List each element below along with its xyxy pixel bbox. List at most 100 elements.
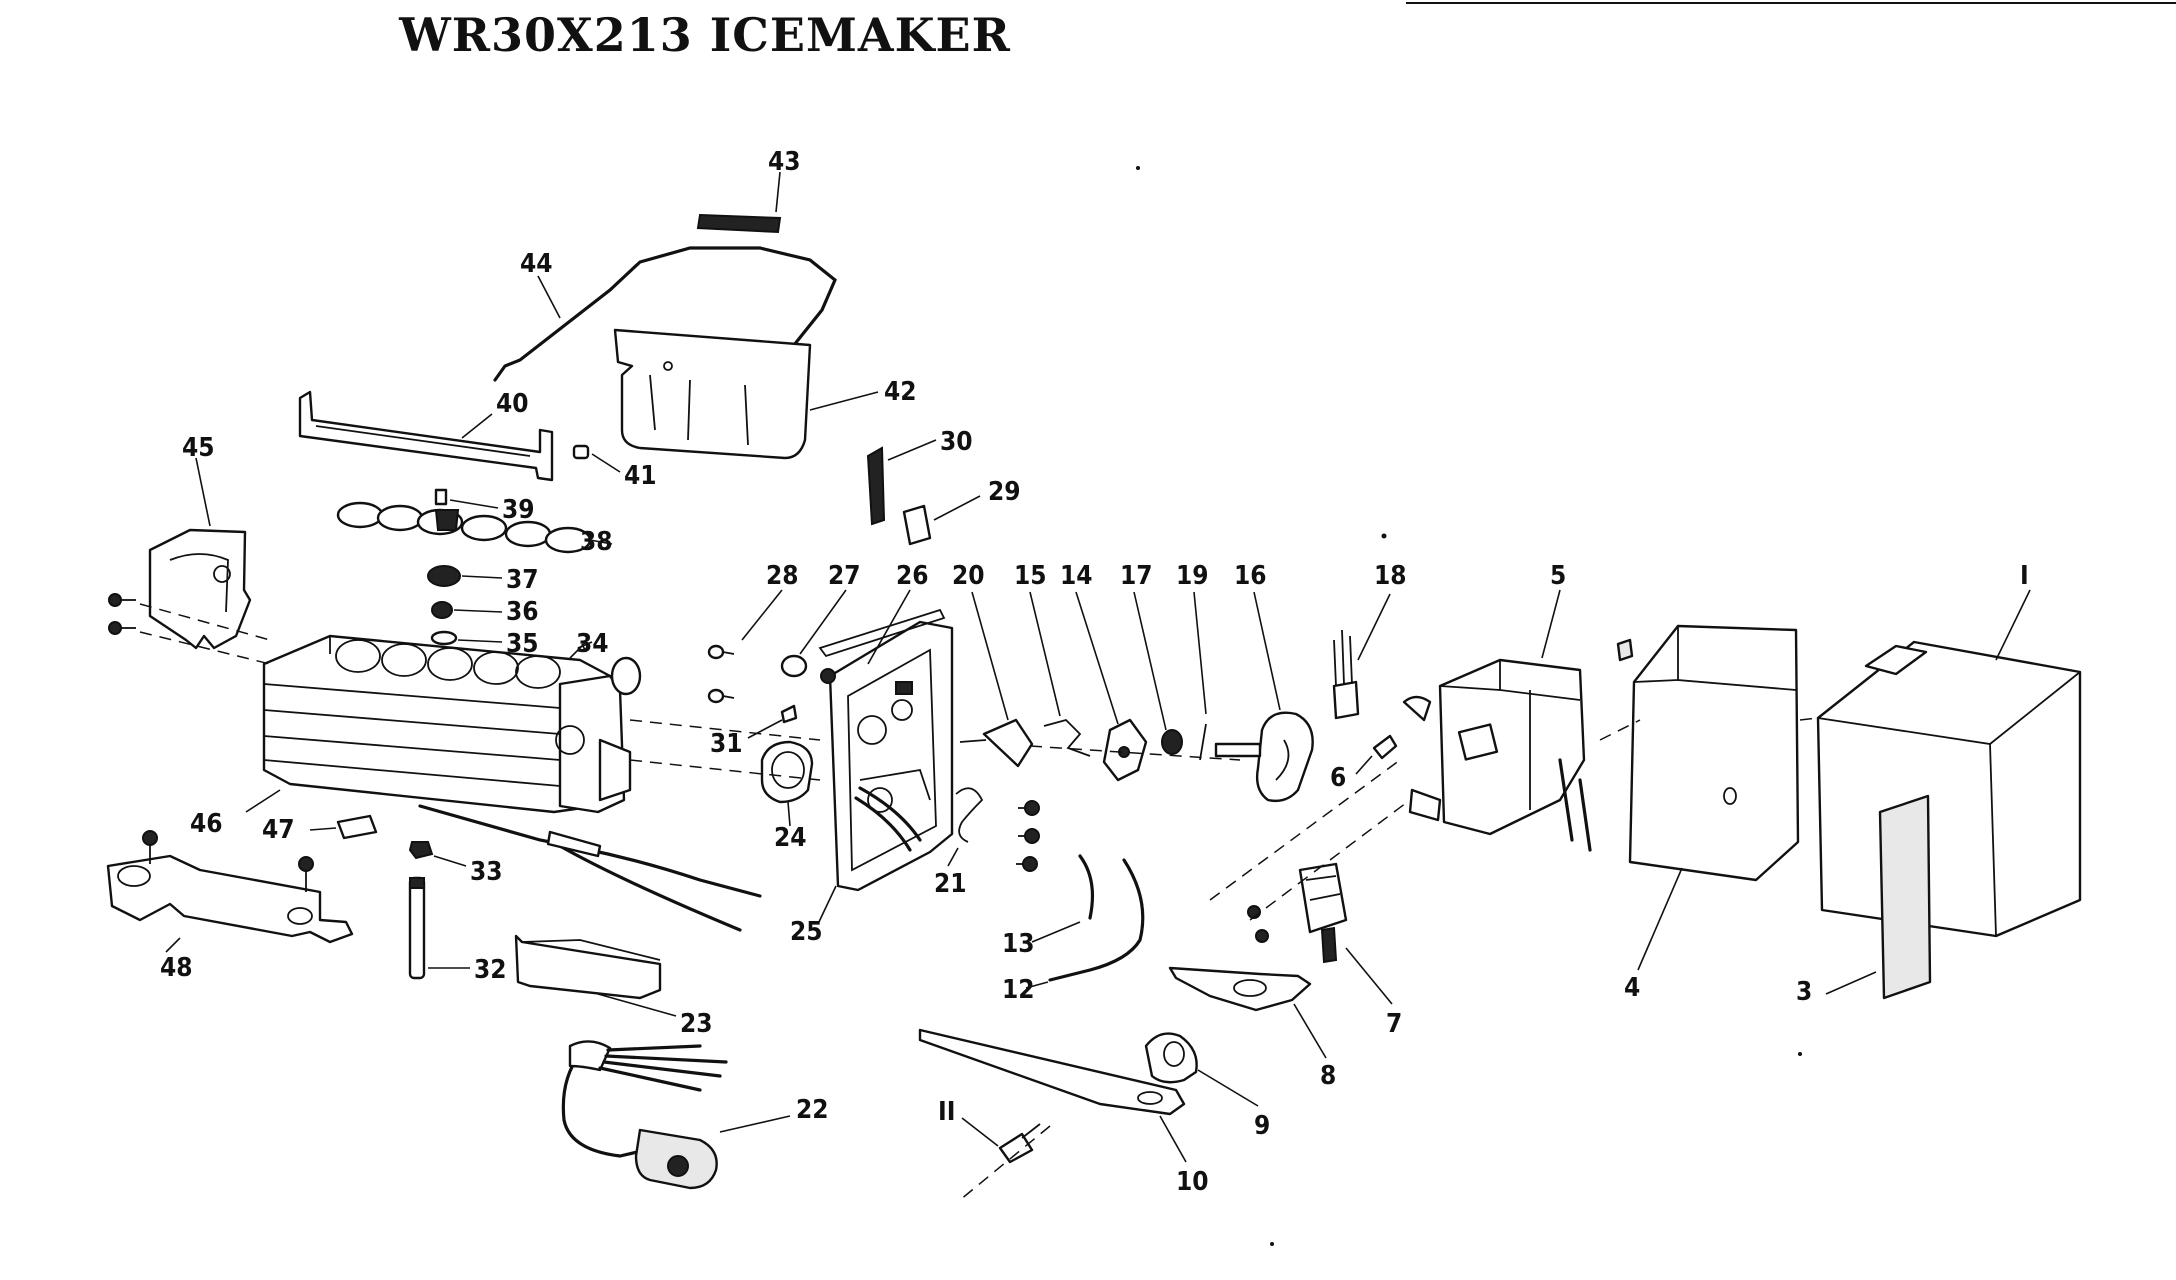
callout-32: 32: [474, 955, 507, 985]
callout-3: 3: [1796, 977, 1812, 1007]
callout-40: 40: [496, 389, 529, 419]
part-47-heater-clip: [309, 814, 378, 840]
part-20-cam: [959, 591, 1034, 768]
part-30-spring: [866, 439, 937, 526]
callout-7: 7: [1386, 1009, 1402, 1039]
callout-17: 17: [1120, 561, 1153, 591]
part-32-heater-rod: [408, 876, 470, 980]
part-8-bracket: [1168, 966, 1327, 1059]
callout-42: 42: [884, 377, 917, 407]
callout-labels: I 3 4 5 6 7 8 9 10 II 12 13 14 15 16 17 …: [160, 147, 2029, 1197]
part-1-housing: [1816, 589, 2082, 938]
callout-5: 5: [1550, 561, 1566, 591]
callout-30: 30: [940, 427, 973, 457]
stray-dot: [1798, 1052, 1802, 1056]
part-40-bar: [298, 390, 554, 482]
stray-dot: [1136, 166, 1140, 170]
part-45-bracket: [148, 457, 252, 650]
part-42-shield: [613, 328, 879, 460]
callout-31: 31: [710, 729, 743, 759]
callout-25: 25: [790, 917, 823, 947]
callout-12: 12: [1002, 975, 1035, 1005]
callout-20: 20: [952, 561, 985, 591]
callout-28: 28: [766, 561, 799, 591]
part-43-clip: [696, 171, 782, 234]
callout-18: 18: [1374, 561, 1407, 591]
callout-48: 48: [160, 953, 193, 983]
part-14-switch: [1075, 591, 1148, 782]
callout-15: 15: [1014, 561, 1047, 591]
part-13-tube: [1031, 854, 1095, 943]
diagram-title: WR30X213 ICEMAKER: [399, 8, 1011, 62]
part-17-gear: [1133, 591, 1183, 755]
callout-10: 10: [1176, 1167, 1209, 1197]
part-36-nut: [431, 601, 503, 619]
part-34-pivot: [577, 641, 642, 696]
stray-dot: [1381, 533, 1387, 539]
callout-44: 44: [520, 249, 553, 279]
part-35-washer: [430, 630, 503, 646]
callout-23: 23: [680, 1009, 713, 1039]
part-37-gear: [427, 565, 503, 587]
part-12-tube: [1025, 858, 1145, 989]
part-38-ejector: [336, 501, 613, 554]
callout-33: 33: [470, 857, 503, 887]
part-27-spacer: [780, 589, 847, 678]
part-7-terminal-block: [1247, 862, 1393, 1005]
part-5-housing: [1402, 589, 1592, 852]
callout-22: 22: [796, 1095, 829, 1125]
callout-24: 24: [774, 823, 807, 853]
part-46-mold-body: [245, 634, 632, 814]
callout-16: 16: [1234, 561, 1267, 591]
callout-6: 6: [1330, 763, 1346, 793]
callout-21: 21: [934, 869, 967, 899]
part-9-cap: [1144, 1032, 1259, 1107]
callout-8: 8: [1320, 1061, 1336, 1091]
screws-set: [1016, 800, 1040, 872]
part-16-timing-cam: [1214, 591, 1314, 803]
part-25-support-plate: [817, 620, 954, 925]
part-6-screw: [1355, 734, 1398, 775]
callout-13: 13: [1002, 929, 1035, 959]
callout-41: 41: [624, 461, 657, 491]
part-48-mounting-plate: [106, 854, 354, 953]
callout-1: I: [2020, 561, 2029, 591]
callout-9: 9: [1254, 1111, 1270, 1141]
part-26-thermostat: [818, 589, 946, 684]
part-48-screws: [142, 830, 314, 892]
part-45-screws: [108, 593, 136, 635]
assembly-lines: [139, 603, 1819, 1201]
callout-35: 35: [506, 629, 539, 659]
callout-19: 19: [1176, 561, 1209, 591]
callout-37: 37: [506, 565, 539, 595]
part-23-bracket: [514, 934, 677, 1017]
callout-38: 38: [580, 527, 613, 557]
callout-11: II: [938, 1097, 955, 1127]
part-11-pin: [961, 1117, 1041, 1164]
stray-dot: [1270, 1242, 1274, 1246]
callout-26: 26: [896, 561, 929, 591]
part-19-shaft: [1193, 591, 1207, 761]
part-22-power-cord: [561, 1040, 791, 1190]
part-41-screw: [572, 444, 621, 473]
part-33-nut: [408, 841, 467, 867]
leader-34: [569, 643, 585, 659]
callout-4: 4: [1624, 973, 1640, 1003]
motor-wires: [854, 786, 922, 852]
callout-47: 47: [262, 815, 295, 845]
part-24-motor: [760, 740, 814, 827]
callout-27: 27: [828, 561, 861, 591]
callout-45: 45: [182, 433, 215, 463]
callout-14: 14: [1060, 561, 1093, 591]
part-15-lever: [1029, 591, 1091, 757]
callout-29: 29: [988, 477, 1021, 507]
callout-46: 46: [190, 809, 223, 839]
callout-34: 34: [576, 629, 609, 659]
part-21-clip: [947, 787, 984, 867]
part-18-switch: [1332, 593, 1391, 720]
part-28-screw: [707, 589, 783, 660]
part-39-screw: [434, 488, 499, 509]
callout-43: 43: [768, 147, 801, 177]
part-3-panel: [1825, 794, 1932, 1000]
